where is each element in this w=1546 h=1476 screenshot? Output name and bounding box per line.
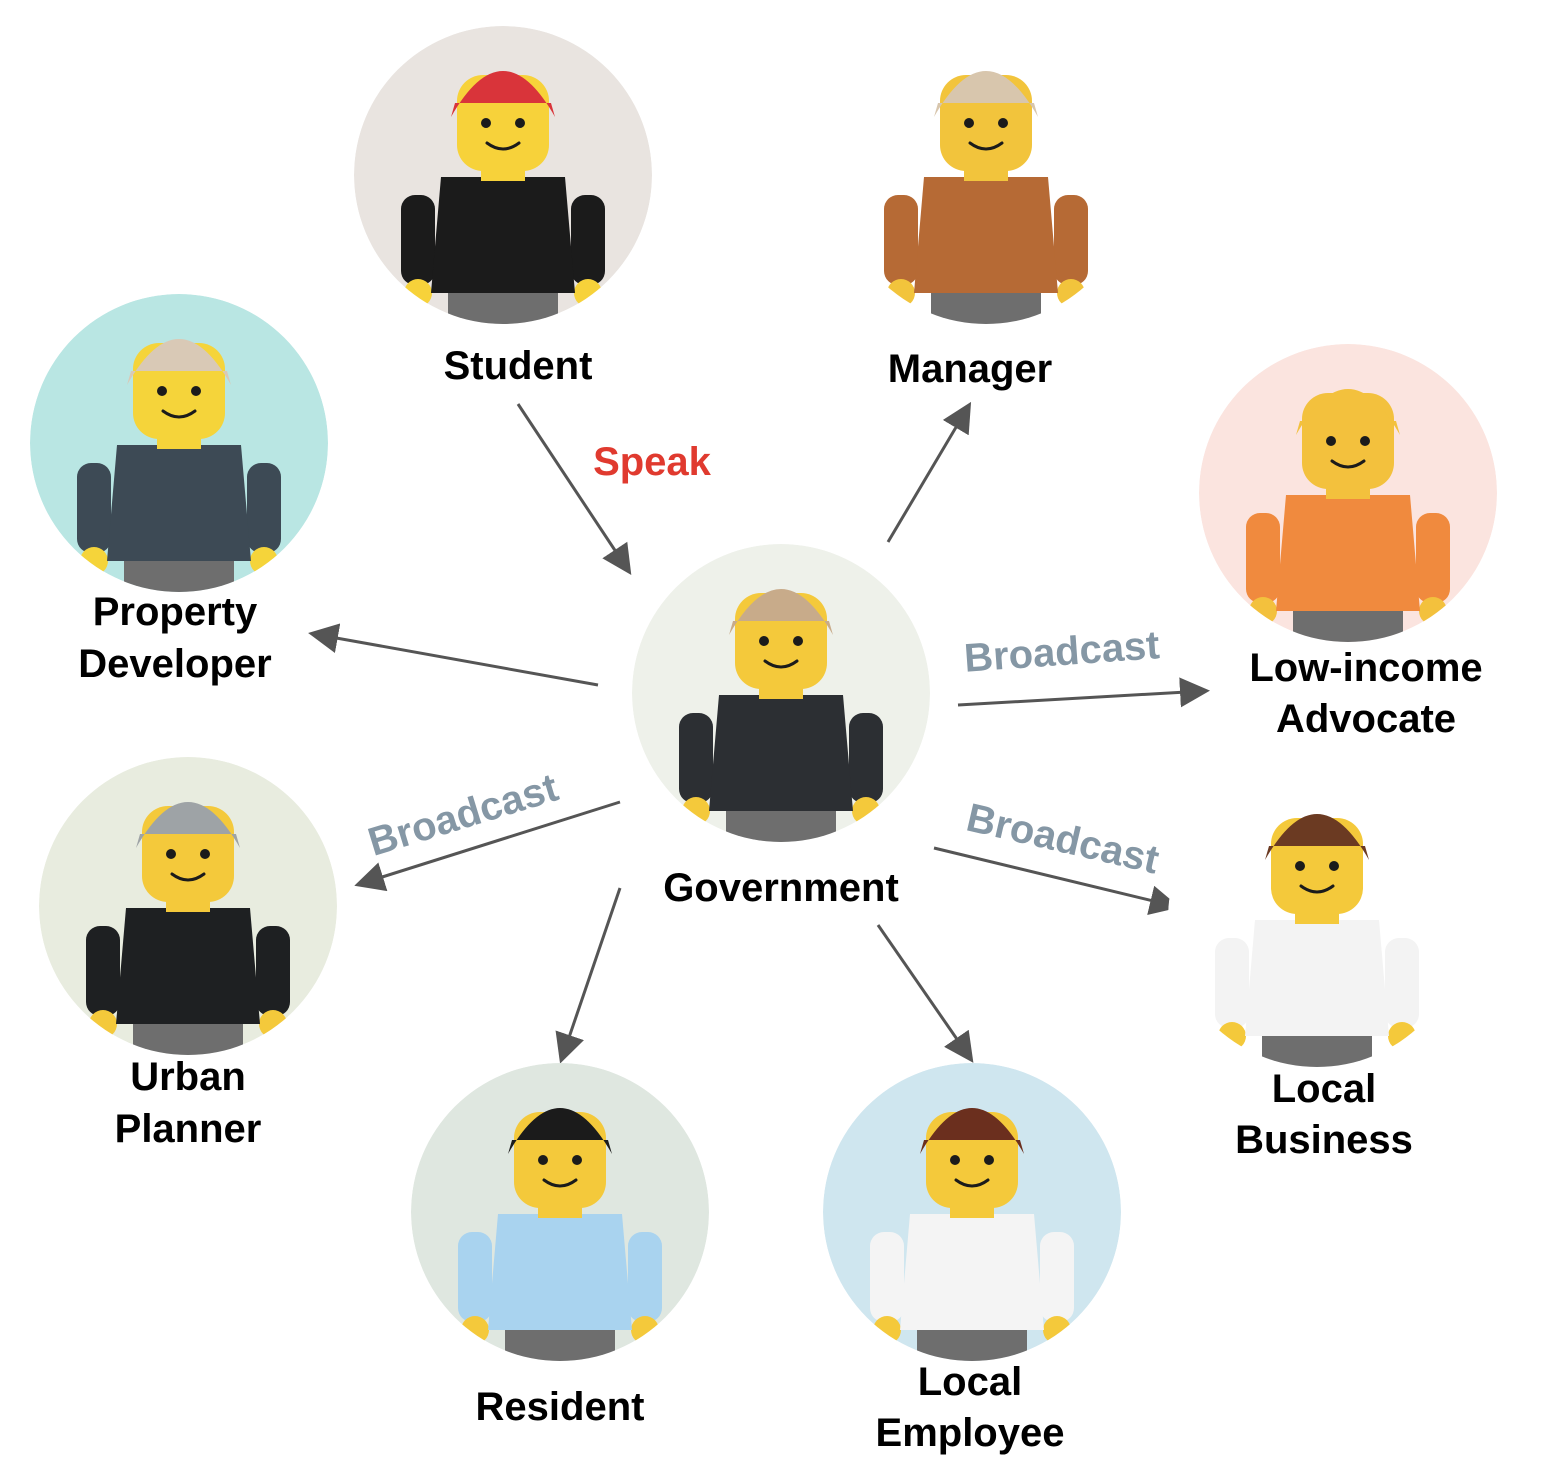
manager-node	[837, 26, 1135, 324]
broadcast-label-lower-right: Broadcast	[962, 796, 1163, 883]
student-node	[354, 26, 652, 324]
government-minifig-icon	[632, 544, 930, 842]
arrow-government-to-low-income-advocate	[957, 677, 1210, 708]
edges	[308, 401, 1210, 1064]
urban-planner-label-line1: Urban	[130, 1055, 246, 1099]
manager-label: Manager	[888, 347, 1053, 391]
speak-label: Speak	[593, 440, 712, 484]
resident-label: Resident	[476, 1385, 645, 1429]
broadcast-label-right: Broadcast	[963, 623, 1161, 681]
arrow-government-to-local-employee	[876, 924, 974, 1063]
low-income-advocate-label-line1: Low-income	[1249, 646, 1482, 690]
government-label: Government	[663, 866, 899, 910]
property-developer-label-line1: Property	[93, 590, 258, 634]
property-developer-minifig-icon	[30, 294, 328, 592]
low-income-advocate-node	[1199, 344, 1497, 642]
urban-planner-node	[39, 757, 337, 1055]
low-income-advocate-label-line2: Advocate	[1276, 697, 1456, 741]
manager-minifig-icon	[837, 26, 1135, 324]
local-business-label-line1: Local	[1272, 1067, 1376, 1111]
local-business-label-line2: Business	[1235, 1118, 1413, 1162]
arrow-government-to-urban-planner	[354, 800, 621, 892]
resident-minifig-icon	[411, 1063, 709, 1361]
local-business-node	[1168, 769, 1466, 1067]
local-employee-node	[823, 1063, 1121, 1361]
property-developer-label-line2: Developer	[78, 642, 271, 686]
arrow-government-to-manager	[886, 401, 972, 543]
local-employee-label-line2: Employee	[876, 1411, 1065, 1455]
arrow-government-to-local-business	[933, 846, 1180, 915]
avatars	[30, 26, 1497, 1361]
urban-planner-label-line2: Planner	[115, 1107, 262, 1151]
arrow-government-to-resident	[555, 887, 622, 1064]
low-income-advocate-minifig-icon	[1199, 344, 1497, 642]
arrow-government-to-property-developer	[308, 623, 599, 687]
local-employee-minifig-icon	[823, 1063, 1121, 1361]
property-developer-node	[30, 294, 328, 592]
local-business-minifig-icon	[1168, 769, 1466, 1067]
government-node	[632, 544, 930, 842]
local-employee-label-line1: Local	[918, 1360, 1022, 1404]
resident-node	[411, 1063, 709, 1361]
urban-planner-minifig-icon	[39, 757, 337, 1055]
broadcast-label-left: Broadcast	[363, 765, 563, 864]
student-label: Student	[444, 344, 593, 388]
student-minifig-icon	[354, 26, 652, 324]
arrow-student-to-government	[516, 403, 632, 576]
